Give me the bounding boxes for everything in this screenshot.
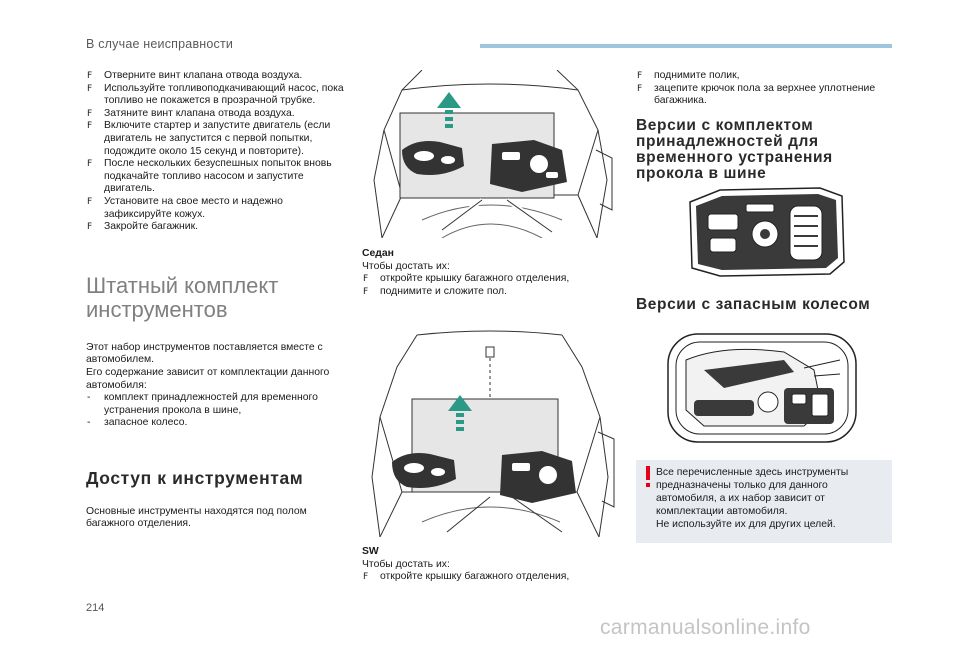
list-item: Закройте багажник.: [86, 221, 344, 234]
warning-note-text: Все перечисленные здесь инструменты пред…: [656, 466, 884, 531]
kit-paragraph-1: Этот набор инструментов поставляется вме…: [86, 341, 323, 366]
list-item: Затяните винт клапана отвода воздуха.: [86, 108, 344, 121]
list-item: поднимите и сложите пол.: [362, 286, 617, 299]
page-number: 214: [86, 602, 105, 614]
list-item: После нескольких безуспешных попыток вно…: [86, 158, 344, 196]
note-line: Не используйте их для других целей.: [656, 519, 836, 530]
heading-tool-kit: Штатный комплект инструментов: [86, 272, 279, 322]
list-item: Отверните винт клапана отвода воздуха.: [86, 70, 344, 83]
list-item: Используйте топливоподкачивающий насос, …: [86, 83, 344, 108]
header-bar: [480, 44, 892, 48]
column-left: Отверните винт клапана отвода воздуха. И…: [86, 70, 344, 531]
list-item: Включите стартер и запустите двигатель (…: [86, 120, 344, 158]
sw-intro: Чтобы достать их:: [362, 558, 450, 570]
watermark: carmanualsonline.info: [600, 616, 811, 639]
note-line: Все перечисленные здесь инструменты пред…: [656, 467, 849, 517]
list-item: Установите на свое место и надежно зафик…: [86, 196, 344, 221]
list-item: зацепите крючок пола за верхнее уплотнен…: [636, 83, 892, 108]
column-middle: Седан Чтобы достать их: откройте крышку …: [362, 248, 617, 298]
column-right: поднимите полик, зацепите крючок пола за…: [636, 70, 892, 182]
column-middle-bottom: SW Чтобы достать их: откройте крышку баг…: [362, 546, 617, 584]
kit-items: комплект принадлежностей для временного …: [86, 392, 344, 430]
warning-note: Все перечисленные здесь инструменты пред…: [636, 460, 892, 543]
sedan-label: Седан: [362, 248, 394, 259]
sedan-intro: Чтобы достать их:: [362, 260, 450, 272]
list-item: поднимите полик,: [636, 70, 892, 83]
section-title: В случае неисправности: [86, 37, 234, 51]
list-item: откройте крышку багажного отделения,: [362, 571, 617, 584]
lift-arrow-icon: [437, 92, 461, 128]
heading-spare-wrapper: Версии с запасным колесом: [636, 297, 892, 313]
list-item: откройте крышку багажного отделения,: [362, 273, 617, 286]
floor-steps: поднимите полик, зацепите крючок пола за…: [636, 70, 892, 108]
sedan-trunk-illustration: [362, 70, 617, 238]
heading-spare-wheel-versions: Версии с запасным колесом: [636, 296, 871, 313]
access-paragraph: Основные инструменты находятся под полом…: [86, 505, 307, 530]
list-item: запасное колесо.: [86, 417, 344, 430]
sedan-steps: откройте крышку багажного отделения, под…: [362, 273, 617, 298]
list-item: комплект принадлежностей для временного …: [86, 392, 344, 417]
sw-trunk-illustration: [362, 327, 617, 537]
heading-access-tools: Доступ к инструментам: [86, 467, 304, 488]
kit-paragraph-2: Его содержание зависит от комплектации д…: [86, 366, 330, 391]
warning-exclamation-icon: [646, 466, 650, 487]
spare-wheel-illustration: [664, 330, 860, 446]
sw-label: SW: [362, 546, 379, 557]
repair-kit-illustration: [680, 182, 848, 280]
bleed-steps: Отверните винт клапана отвода воздуха. И…: [86, 70, 344, 234]
lift-arrow-icon: [448, 395, 472, 431]
sw-steps: откройте крышку багажного отделения,: [362, 571, 617, 584]
heading-repair-kit-versions: Версии с комплектом принадлежностей для …: [636, 116, 833, 182]
